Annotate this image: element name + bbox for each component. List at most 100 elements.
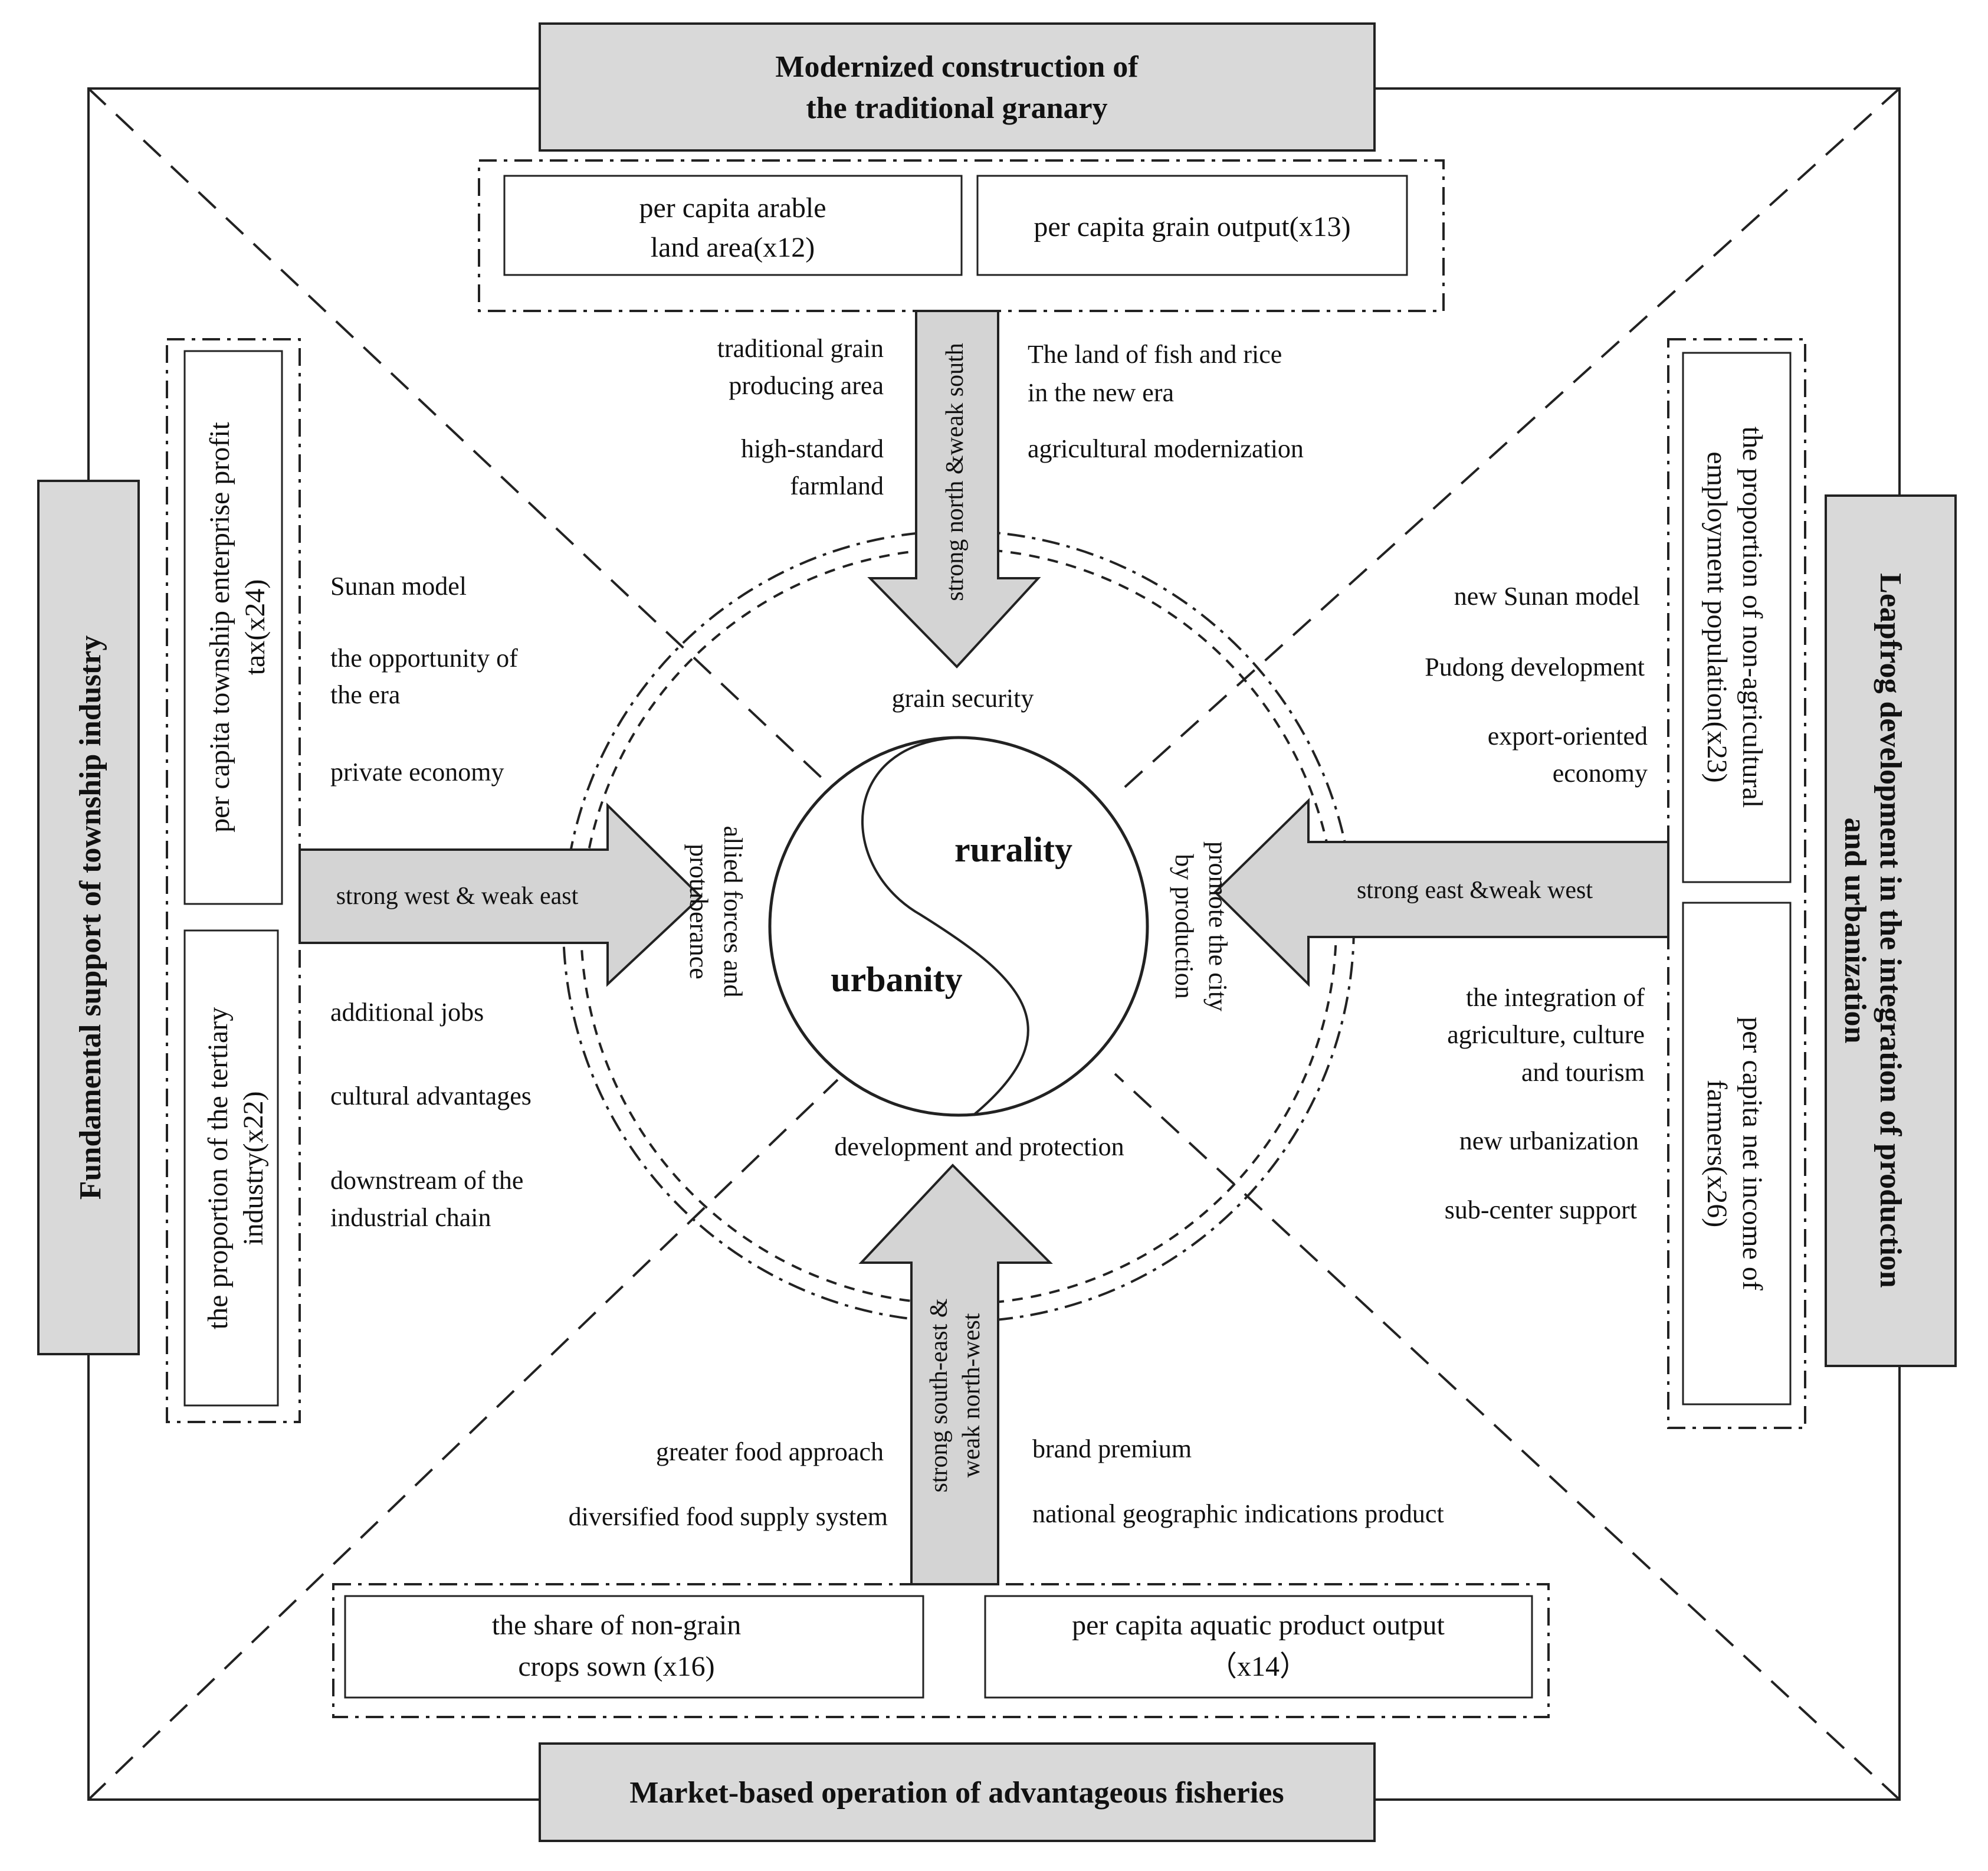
header-left: Fundamental support of township industry [37,480,140,1355]
indicator-x26-line1: per capita net income of [1737,1017,1768,1290]
indicator-x12-line2: land area(x12) [651,232,815,263]
label-rurality: rurality [954,830,1072,869]
note-right-lower-3: and tourism [1521,1058,1645,1087]
arrow-right-shape [1213,798,1669,987]
note-top-right-1: The land of fish and rice [1028,340,1282,369]
note-right-lower-2: agriculture, culture [1447,1020,1645,1049]
indicator-group-right-frame [1667,338,1806,1429]
note-top-right-3: agricultural modernization [1028,434,1304,463]
header-top-line1: Modernized construction of [775,50,1139,84]
note-bottom-left-2: diversified food supply system [569,1502,888,1531]
arrow-left: strong west & weak east [298,802,703,987]
arrow-bottom-line2: weak north-west [958,1313,985,1477]
header-right: Leapfrog development in the integration … [1825,494,1957,1367]
note-left-lower-2: cultural advantages [330,1082,532,1110]
arrow-bottom: strong south-east & weak north-west [858,1164,1053,1585]
ring-label-development-protection: development and protection [834,1132,1124,1161]
note-right-upper-4: economy [1553,759,1648,788]
header-top-line2: the traditional granary [806,91,1107,125]
note-left-lower-1: additional jobs [330,998,484,1027]
indicator-x22-line1: the proportion of the tertiary [202,1007,234,1330]
notes-left-upper: Sunan model the opportunity of the era p… [330,572,518,787]
note-top-left-3: high-standard [741,434,884,463]
indicator-x23-line1: the proportion of non-agricultural [1737,427,1768,808]
note-bottom-left-1: greater food approach [656,1437,884,1466]
note-bottom-right-1: brand premium [1032,1434,1192,1463]
header-top: Modernized construction of the tradition… [539,22,1376,152]
indicator-group-left: per capita township enterprise profit ta… [166,338,301,1423]
arrow-bottom-line1: strong south-east & [926,1299,953,1493]
note-right-upper-3: export-oriented [1488,722,1648,751]
indicator-group-top: per capita arable land area(x12) per cap… [478,159,1445,312]
note-left-upper-2: the opportunity of [330,644,518,673]
indicator-x13-text: per capita grain output(x13) [1034,211,1350,243]
yin-yang-core: rurality urbanity [768,736,1149,1117]
ring-label-right-line1: promote the city [1203,841,1232,1011]
notes-top-left: traditional grain producing area high-st… [717,334,884,500]
indicator-x16-line1: the share of non-grain [492,1610,742,1641]
indicator-x14-line1: per capita aquatic product output [1072,1610,1445,1641]
indicator-x16-line2: crops sown (x16) [518,1651,714,1682]
diagonal-top-left [87,87,827,783]
header-right-line2: and urbanization [1838,818,1872,1044]
note-right-lower-5: sub-center support [1445,1195,1637,1224]
note-top-right-2: in the new era [1028,378,1174,407]
indicator-box-x13 [976,175,1408,276]
indicator-box-x14 [984,1595,1533,1699]
note-top-left-2: producing area [729,371,884,400]
indicator-x14-line2: （x14） [1209,1651,1308,1682]
ring-label-left-line1: allied forces and [719,826,747,998]
notes-right-upper: new Sunan model Pudong development expor… [1425,582,1648,788]
ring-label-grain-security: grain security [892,684,1034,713]
indicator-box-x24 [183,350,283,905]
arrow-right-label: strong east &weak west [1357,877,1593,904]
notes-right-lower: the integration of agriculture, culture … [1445,983,1645,1224]
note-top-left-1: traditional grain [717,334,884,363]
indicator-box-x23 [1682,352,1792,883]
header-left-text: Fundamental support of township industry [74,635,107,1200]
indicator-box-x16 [344,1595,924,1699]
arrow-top-shape [867,310,1041,669]
arrow-left-label: strong west & weak east [336,883,579,910]
arrow-right: strong east &weak west [1213,798,1669,987]
ring-label-right-line2: by production [1170,854,1199,999]
notes-bottom-right: brand premium national geographic indica… [1032,1434,1444,1528]
note-left-lower-3: downstream of the [330,1166,523,1195]
header-right-box [1825,494,1957,1367]
diagonal-bottom-left [87,1079,839,1801]
indicator-x24-line2: tax(x24) [240,579,271,676]
diagonal-top-right [1120,87,1901,792]
note-top-left-4: farmland [790,471,884,500]
header-bottom-box [539,1742,1376,1842]
indicator-box-x22 [183,929,279,1407]
notes-left-lower: additional jobs cultural advantages down… [330,998,532,1232]
note-right-upper-1: new Sunan model [1454,582,1640,611]
indicator-box-x12 [503,175,963,276]
arrow-left-shape [298,802,703,987]
arrow-bottom-shape [858,1164,1053,1585]
header-bottom: Market-based operation of advantageous f… [539,1742,1376,1842]
note-right-lower-4: new urbanization [1459,1126,1639,1155]
diagonal-lines [87,87,1901,1801]
indicator-box-x26 [1682,902,1792,1405]
arrow-top: strong north &weak south [867,310,1041,669]
note-left-upper-4: private economy [330,758,504,787]
core-circle [768,736,1149,1117]
note-bottom-right-2: national geographic indications product [1032,1499,1444,1528]
note-right-lower-1: the integration of [1466,983,1645,1012]
label-urbanity: urbanity [831,960,962,999]
header-left-box [37,480,140,1355]
diagonal-bottom-right [1114,1073,1901,1801]
ring-label-left-line2: protuberance [684,844,713,979]
header-bottom-text: Market-based operation of advantageous f… [629,1776,1284,1810]
note-left-upper-3: the era [330,680,400,709]
header-right-line1: Leapfrog development in the integration … [1874,573,1907,1287]
indicator-x24-line1: per capita township enterprise profit [204,421,235,832]
indicator-x23-line2: employment population(x23) [1701,451,1733,782]
core-s-curve [861,736,1029,1116]
note-left-upper-1: Sunan model [330,572,467,601]
notes-top-right: The land of fish and rice in the new era… [1028,340,1304,463]
indicator-x26-line2: farmers(x26) [1701,1080,1733,1228]
arrow-top-label: strong north &weak south [941,343,969,601]
